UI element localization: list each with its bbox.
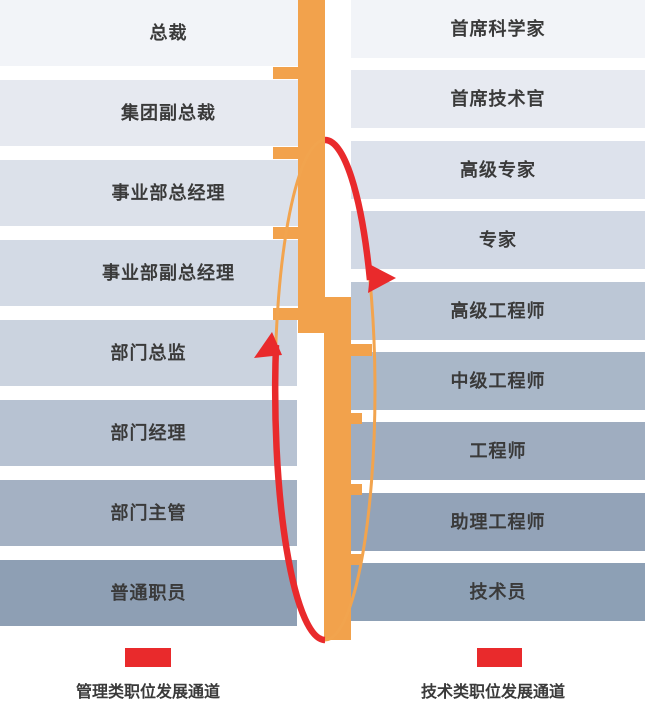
tech-level-label: 中级工程师 [450, 371, 546, 391]
technical-legend-swatch [477, 648, 522, 667]
management-track-caption: 管理类职位发展通道 [75, 684, 220, 701]
mgmt-level-label: 普通职员 [110, 583, 187, 603]
mgmt-level-bar: 集团副总裁 [0, 80, 301, 146]
tech-level-label: 助理工程师 [450, 512, 546, 532]
mgmt-level-label: 部门经理 [110, 423, 187, 443]
tech-level-bar: 高级工程师 [351, 282, 645, 340]
technical-track-caption: 技术类职位发展通道 [420, 684, 565, 701]
mgmt-level-label: 总裁 [149, 23, 188, 43]
tech-level-bar: 中级工程师 [351, 352, 645, 410]
mgmt-level-bar: 普通职员 [0, 560, 297, 626]
mgmt-level-label: 事业部副总经理 [102, 263, 235, 283]
tech-level-label: 工程师 [469, 441, 527, 461]
mgmt-level-bar: 事业部副总经理 [0, 240, 301, 306]
tech-level-bar: 首席科学家 [351, 0, 645, 58]
tech-level-label: 首席技术官 [450, 89, 546, 109]
tech-level-bar: 首席技术官 [351, 70, 645, 128]
mgmt-level-label: 部门总监 [110, 343, 187, 363]
ladder-rail-upper [298, 0, 325, 333]
mgmt-level-label: 集团副总裁 [121, 103, 216, 123]
ladder-rung-left [273, 67, 298, 79]
tech-level-bar: 技术员 [351, 563, 645, 621]
tech-level-label: 高级专家 [460, 160, 536, 180]
ladder-rung-left [273, 308, 298, 320]
mgmt-level-bar: 部门经理 [0, 400, 297, 466]
mgmt-level-bar: 部门主管 [0, 480, 297, 546]
mgmt-level-label: 部门主管 [110, 503, 187, 523]
tech-level-bar: 工程师 [351, 422, 645, 480]
tech-level-label: 首席科学家 [450, 19, 546, 39]
mgmt-level-bar: 总裁 [0, 0, 301, 66]
tech-level-label: 技术员 [469, 582, 527, 602]
tech-level-label: 高级工程师 [450, 301, 546, 321]
ladder-rail-lower [324, 297, 351, 640]
mgmt-level-label: 事业部总经理 [111, 183, 226, 203]
management-legend-swatch [125, 648, 171, 667]
ladder-rung-left [273, 147, 298, 159]
tech-level-bar: 高级专家 [351, 141, 645, 199]
mgmt-level-bar: 事业部总经理 [0, 160, 301, 226]
mgmt-level-bar: 部门总监 [0, 320, 297, 386]
tech-level-label: 专家 [479, 230, 517, 250]
tech-level-bar: 助理工程师 [351, 493, 645, 551]
tech-level-bar: 专家 [351, 211, 645, 269]
ladder-rung-left [273, 227, 298, 239]
